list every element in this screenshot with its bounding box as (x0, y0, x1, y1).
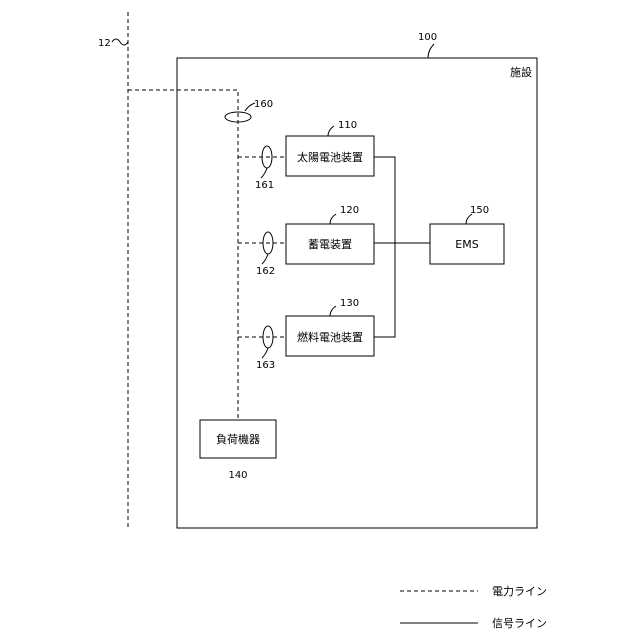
legend-power-label: 電力ライン (492, 585, 547, 598)
solar-device-ref: 110 (338, 120, 357, 131)
load-device-label: 負荷機器 (216, 432, 260, 446)
storage-device-ref: 120 (340, 205, 359, 216)
facility-ref: 100 (418, 32, 437, 43)
legend-signal-label: 信号ライン (492, 617, 547, 630)
sensor-162-ref: 162 (256, 266, 275, 277)
grid-line-ref: 12 (98, 38, 111, 49)
grid-line: 12 (98, 12, 128, 530)
ems-label: EMS (455, 238, 478, 251)
sensor-161-ref: 161 (255, 180, 274, 191)
legend: 電力ライン 信号ライン (400, 585, 547, 630)
sensor-160-ref: 160 (254, 99, 273, 110)
sensor-163-ref: 163 (256, 360, 275, 371)
solar-device-label: 太陽電池装置 (297, 151, 363, 164)
facility-label: 施設 (510, 65, 532, 79)
load-device-ref: 140 (228, 470, 247, 481)
ems-ref: 150 (470, 205, 489, 216)
storage-device-label: 蓄電装置 (308, 238, 352, 251)
fuel-cell-device-label: 燃料電池装置 (297, 330, 363, 344)
fuel-cell-device-ref: 130 (340, 298, 359, 309)
